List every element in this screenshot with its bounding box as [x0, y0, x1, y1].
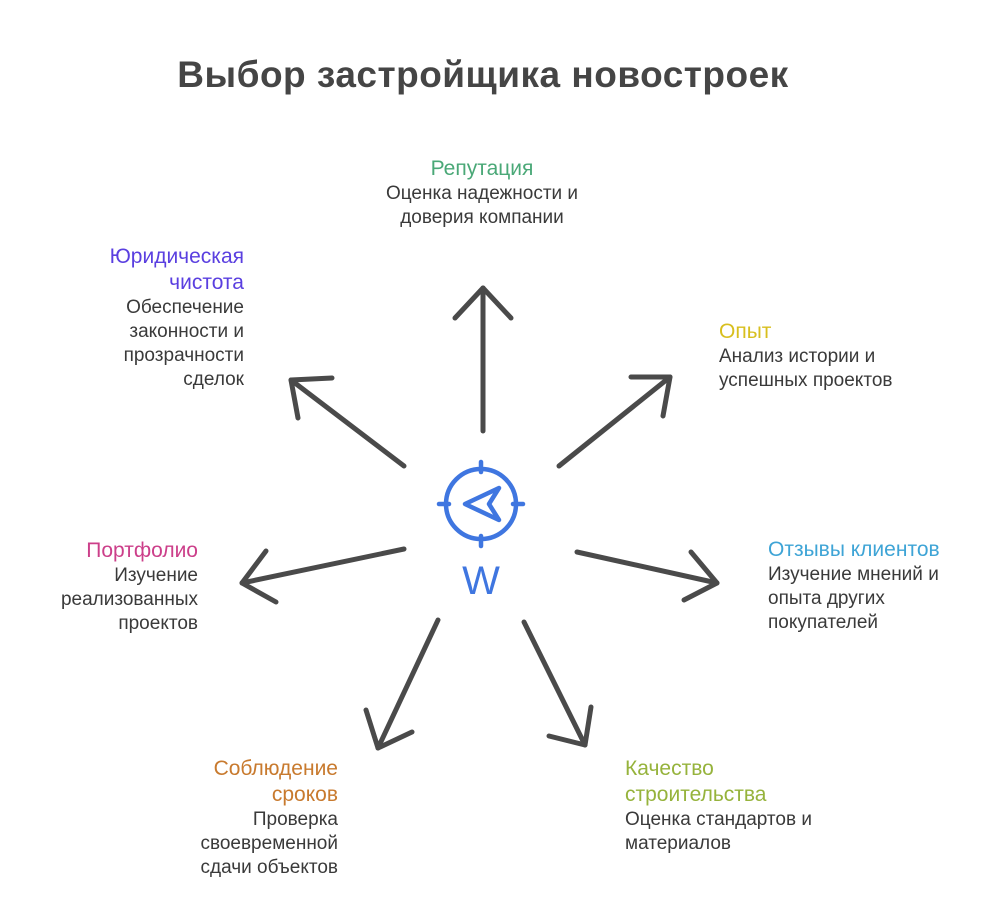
factor-desc: Обеспечение законности и прозрачности сд… [123, 297, 244, 390]
factor-deadlines: Соблюдение сроков Проверка своевременной… [150, 756, 338, 880]
factor-title: Качество строительства [625, 757, 767, 806]
factor-desc: Изучение мнений и опыта других покупател… [768, 564, 939, 633]
factor-quality: Качество строительства Оценка стандартов… [625, 756, 835, 856]
factor-title: Опыт [719, 320, 772, 343]
factor-title: Юридическая чистота [109, 245, 244, 294]
factor-title: Соблюдение сроков [213, 757, 338, 806]
arrow-deadlines [363, 617, 441, 751]
arrow-quality [521, 619, 594, 748]
factor-desc: Изучение реализованных проектов [60, 565, 198, 634]
factor-desc: Оценка надежности и доверия компании [385, 183, 579, 228]
compass-icon [436, 459, 526, 549]
arrow-experience [556, 374, 673, 469]
factor-title: Отзывы клиентов [768, 538, 940, 561]
diagram-title: Выбор застройщика новостроек [177, 54, 789, 95]
compass-letter: W [462, 559, 500, 603]
arrow-portfolio [239, 546, 407, 605]
factor-portfolio: Портфолио Изучение реализованных проекто… [40, 538, 198, 636]
arrow-reputation [452, 285, 514, 434]
arrow-legal [288, 375, 407, 469]
factor-desc: Оценка стандартов и материалов [625, 809, 812, 854]
factor-reputation: Репутация Оценка надежности и доверия ко… [340, 156, 624, 230]
factor-title: Репутация [430, 157, 534, 180]
factor-legal: Юридическая чистота Обеспечение законнос… [60, 244, 244, 392]
arrows [239, 285, 720, 751]
factor-desc: Анализ истории и успешных проектов [719, 346, 893, 391]
factor-desc: Проверка своевременной сдачи объектов [200, 809, 338, 878]
factor-reviews: Отзывы клиентов Изучение мнений и опыта … [768, 537, 978, 635]
arrow-reviews [574, 549, 720, 603]
factor-experience: Опыт Анализ истории и успешных проектов [719, 319, 949, 393]
factor-title: Портфолио [86, 539, 198, 562]
